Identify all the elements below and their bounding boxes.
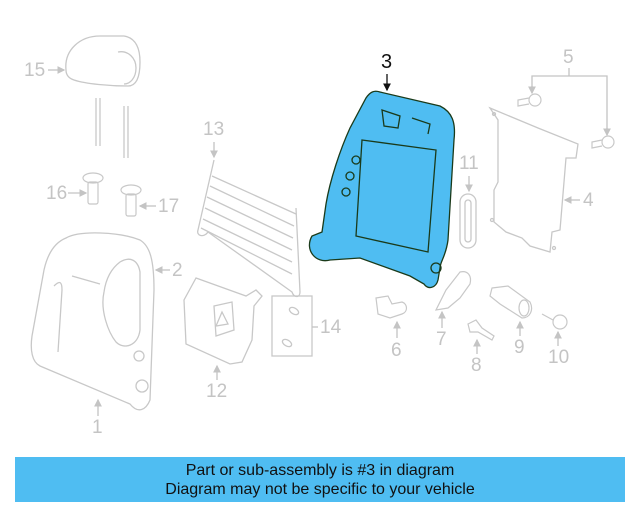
callout-17[interactable]: 17 <box>158 196 180 217</box>
pad-part[interactable] <box>271 295 313 357</box>
callout-16[interactable]: 16 <box>46 183 68 204</box>
callout-6[interactable]: 6 <box>391 340 402 361</box>
callout-3[interactable]: 3 <box>381 51 393 73</box>
guide-part[interactable] <box>459 193 477 249</box>
lumbar-support-part[interactable] <box>183 277 263 365</box>
seat-back-cover-part[interactable] <box>30 232 155 411</box>
callout-11[interactable]: 11 <box>459 153 479 174</box>
callout-10[interactable]: 10 <box>548 347 570 368</box>
cover-part[interactable] <box>434 271 472 311</box>
callout-5[interactable]: 5 <box>563 47 574 68</box>
spring-mat-part[interactable] <box>197 159 301 298</box>
callout-12[interactable]: 12 <box>206 381 228 402</box>
pin-part[interactable] <box>541 313 568 330</box>
callout-13[interactable]: 13 <box>203 119 225 140</box>
callout-14[interactable]: 14 <box>320 317 342 338</box>
guide-sleeve-parts[interactable] <box>82 172 142 217</box>
callout-1[interactable]: 1 <box>92 417 103 438</box>
callout-7[interactable]: 7 <box>436 329 447 350</box>
callout-2[interactable]: 2 <box>172 260 183 281</box>
headrest-part[interactable] <box>65 35 141 158</box>
seat-back-frame-part[interactable] <box>308 90 456 289</box>
callout-9[interactable]: 9 <box>514 337 525 358</box>
back-board-part[interactable] <box>488 106 579 253</box>
knob-part[interactable] <box>489 285 533 319</box>
bracket-part[interactable] <box>375 295 408 319</box>
callout-15[interactable]: 15 <box>24 60 46 81</box>
side-panel-pad-part[interactable] <box>102 258 149 393</box>
banner-line-disclaimer: Diagram may not be specific to your vehi… <box>165 481 475 498</box>
banner-line-part-number: Part or sub-assembly is #3 in diagram <box>185 462 455 479</box>
info-banner: Part or sub-assembly is #3 in diagram Di… <box>15 457 625 502</box>
callout-4[interactable]: 4 <box>583 190 594 211</box>
callout-8[interactable]: 8 <box>471 355 482 376</box>
bolt-part[interactable] <box>467 319 495 341</box>
